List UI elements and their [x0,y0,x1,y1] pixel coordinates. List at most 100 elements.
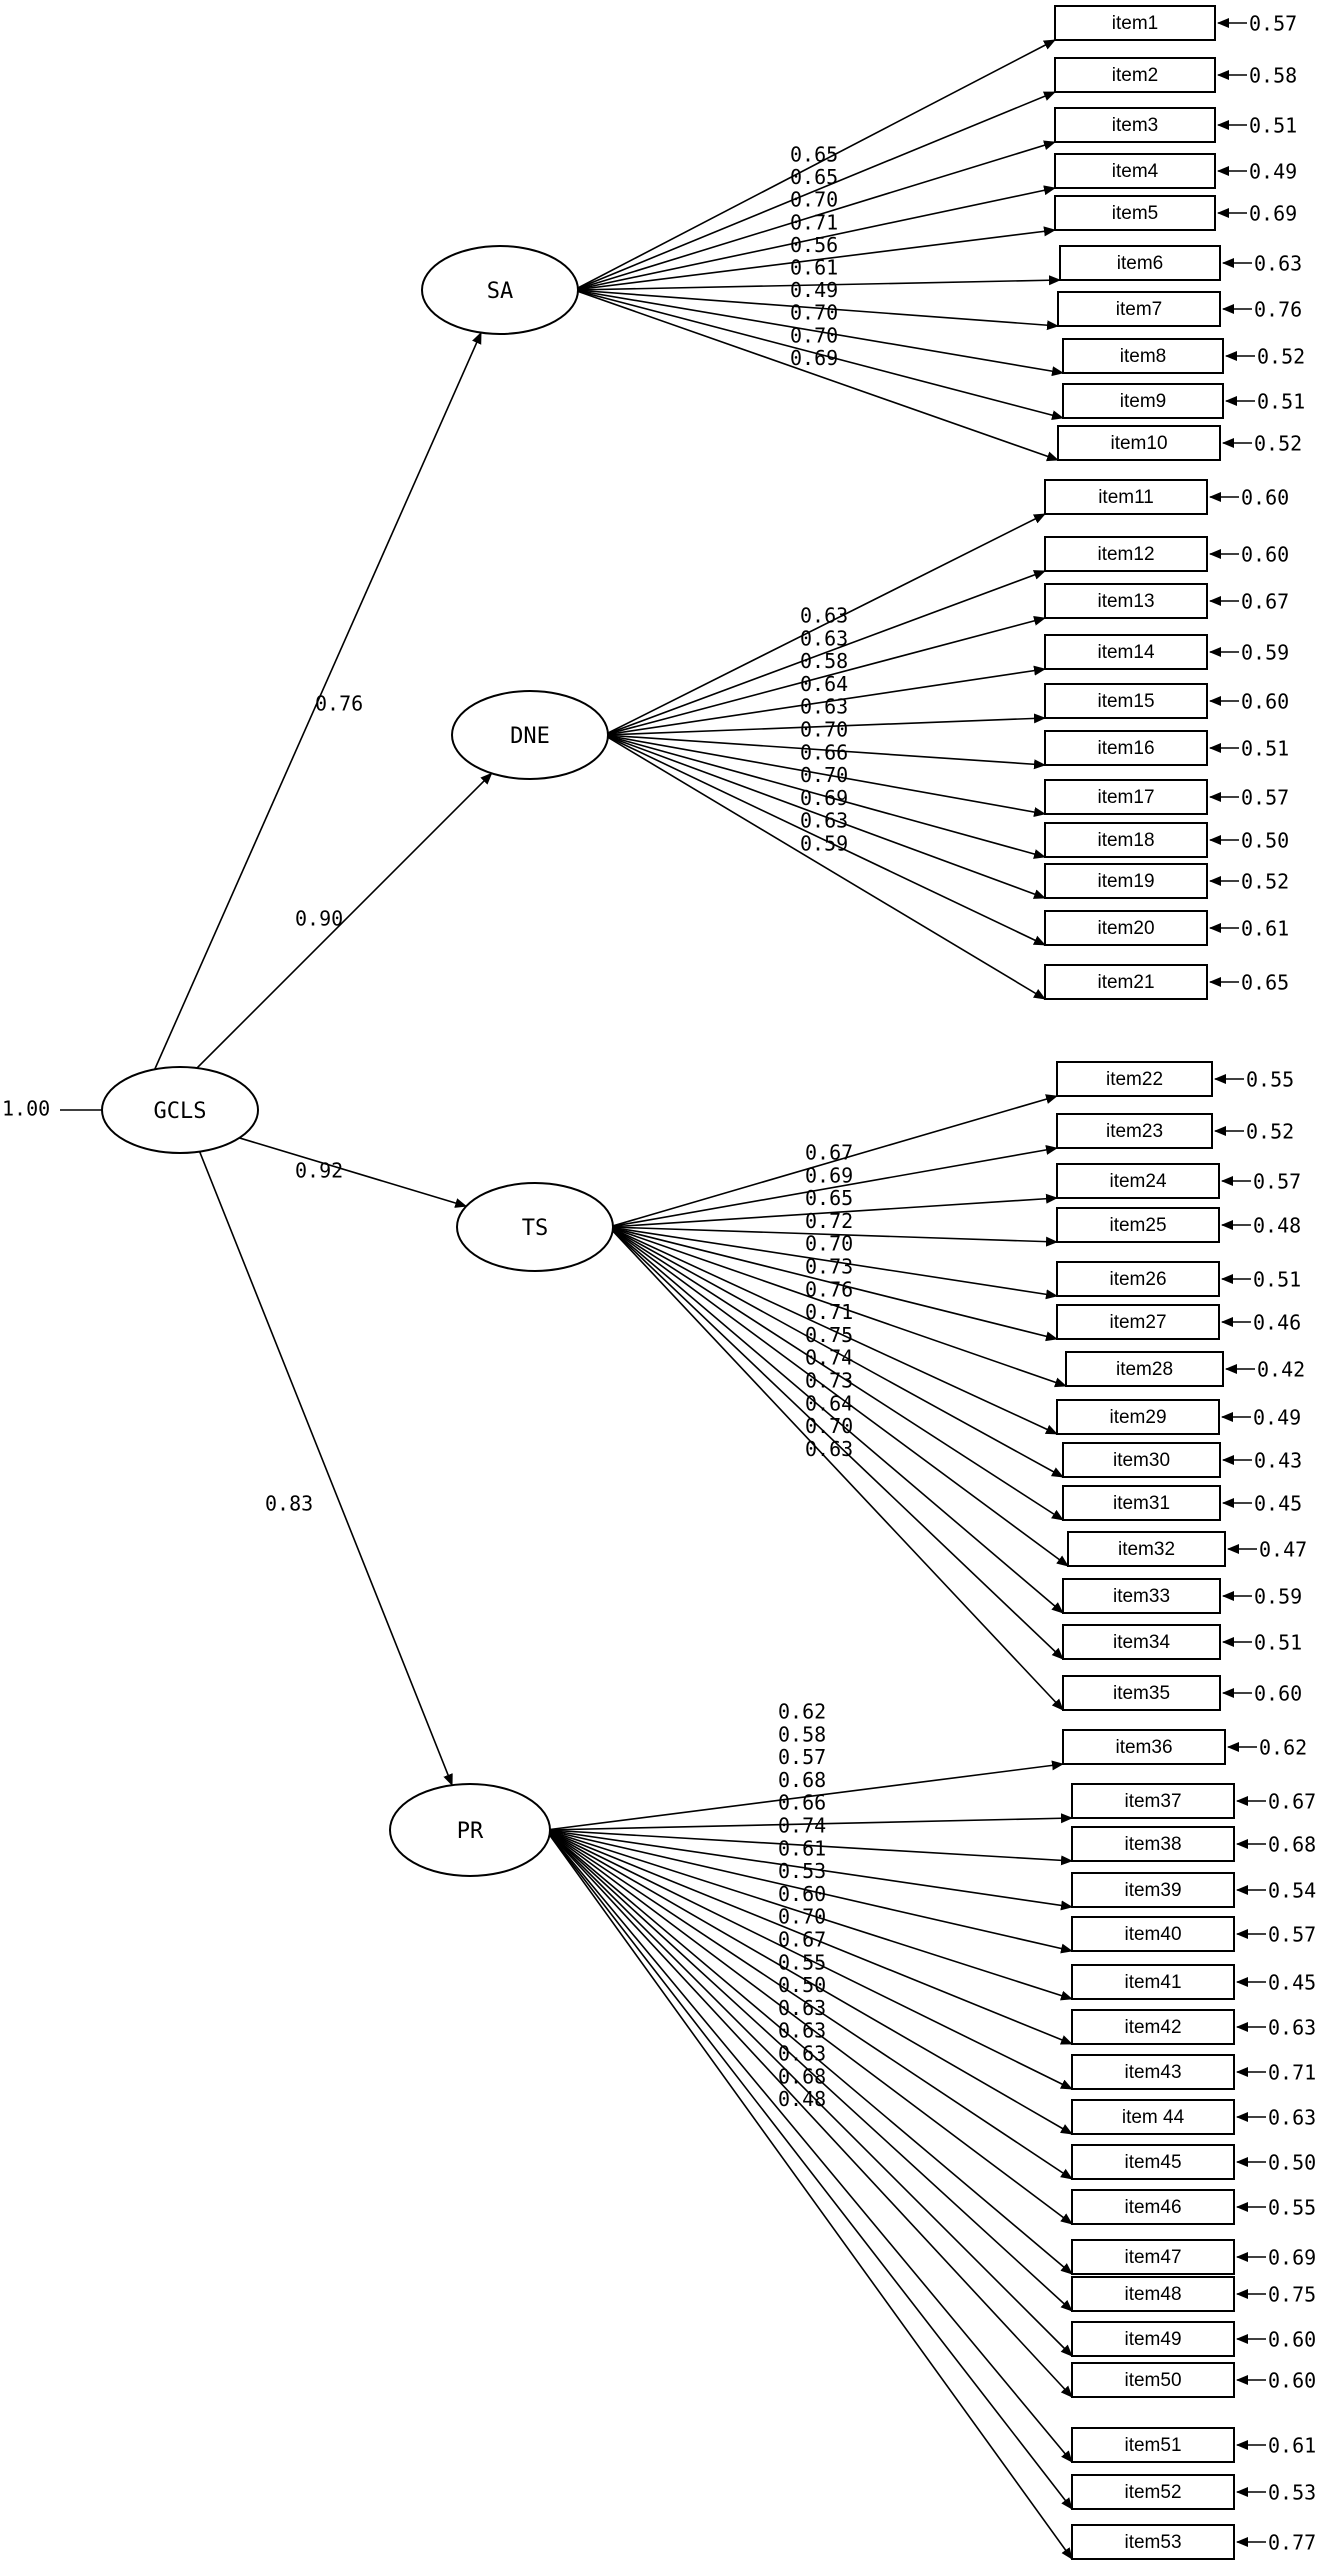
item-error-variance: 0.55 [1246,1068,1294,1092]
item-box [1071,2321,1235,2357]
item-path [545,1829,1073,2090]
item-error-variance: 0.52 [1246,1120,1294,1144]
factor-label-dne: DNE [510,724,550,749]
item-label: item49 [1124,2329,1181,2350]
root-node-gcls [101,1066,259,1154]
item-error-variance: 0.47 [1259,1538,1307,1562]
factor-loading-ts: 0.92 [295,1159,343,1183]
item-label: item35 [1113,1683,1170,1704]
item-loading: 0.60 [778,1882,826,1906]
item-label: item38 [1124,1834,1181,1855]
item-loading: 0.66 [778,1791,826,1815]
item-box [1071,2144,1235,2180]
item-error-variance: 0.57 [1249,12,1297,36]
item-path [608,1226,1064,1478]
item-loading: 0.57 [778,1745,826,1769]
item-box [1044,583,1208,619]
item-box [1054,153,1216,189]
item-path [603,734,1046,770]
item-loading: 0.71 [790,210,838,234]
item-path [545,1829,1073,2275]
item-label: item24 [1109,1171,1166,1192]
item-error-variance: 0.67 [1268,1790,1316,1814]
item-label: item6 [1117,253,1163,274]
item-loading: 0.58 [778,1722,826,1746]
item-loading: 0.75 [805,1323,853,1347]
item-loading: 0.69 [805,1163,853,1187]
item-label: item33 [1113,1586,1170,1607]
item-box [1054,195,1216,231]
item-error-variance: 0.51 [1254,1631,1302,1655]
item-error-variance: 0.76 [1254,298,1302,322]
item-loading: 0.74 [778,1814,826,1838]
item-box [1071,1872,1235,1908]
item-loading: 0.73 [805,1255,853,1279]
item-label: item34 [1113,1632,1170,1653]
item-loading: 0.70 [790,188,838,212]
item-loading: 0.63 [778,2019,826,2043]
factor-node-ts [456,1182,614,1272]
item-box [1071,2276,1235,2312]
item-path [573,289,1064,377]
item-label: item18 [1097,830,1154,851]
item-loading: 0.63 [800,626,848,650]
item-path [608,1226,1064,1660]
item-path [608,1226,1067,1388]
item-path [545,1829,1073,2045]
item-path [545,1829,1073,2135]
item-error-variance: 0.49 [1249,160,1297,184]
item-path [545,1829,1073,1954]
item-label: item53 [1124,2532,1181,2553]
item-loading: 0.66 [800,740,848,764]
item-label: item16 [1097,738,1154,759]
factor-label-ts: TS [522,1216,549,1241]
item-loading: 0.68 [778,1768,826,1792]
item-label: item41 [1124,1972,1181,1993]
item-error-variance: 0.52 [1241,870,1289,894]
item-path [573,226,1056,291]
item-path [603,513,1046,736]
item-loading: 0.70 [790,301,838,325]
item-error-variance: 0.60 [1268,2328,1316,2352]
item-error-variance: 0.51 [1241,737,1289,761]
item-loading: 0.59 [800,832,848,856]
item-loading: 0.70 [778,1905,826,1929]
item-loading: 0.63 [805,1437,853,1461]
item-error-variance: 0.51 [1249,114,1297,138]
item-path [573,289,1059,331]
item-path [603,734,1046,859]
factor-path-dne [164,772,493,1101]
item-box [1057,291,1221,327]
item-box [1062,1578,1221,1614]
item-loading: 0.69 [800,786,848,810]
item-path [608,1226,1058,1247]
factor-loading-dne: 0.90 [295,907,343,931]
item-error-variance: 0.77 [1268,2531,1316,2555]
item-path [545,1829,1073,2510]
item-box [1071,1783,1235,1819]
item-path [545,1829,1073,2463]
item-loading: 0.65 [790,143,838,167]
item-label: item47 [1124,2247,1181,2268]
item-box [1071,1916,1235,1952]
item-error-variance: 0.45 [1254,1492,1302,1516]
item-box [1044,910,1208,946]
item-box [1071,2427,1235,2463]
item-label: item51 [1124,2435,1181,2456]
item-path [608,1094,1058,1228]
item-loading: 0.69 [790,346,838,370]
item-label: item17 [1097,787,1154,808]
item-box [1056,1399,1220,1435]
item-loading: 0.50 [778,1973,826,1997]
item-loading: 0.63 [778,2042,826,2066]
item-box [1062,1624,1221,1660]
item-error-variance: 0.53 [1268,2481,1316,2505]
item-path [545,1829,1073,1911]
item-path [608,1226,1064,1711]
item-box [1044,863,1208,899]
item-path [545,1829,1073,2312]
item-label: item8 [1120,346,1166,367]
item-error-variance: 0.46 [1253,1311,1301,1335]
item-box [1044,683,1208,719]
item-error-variance: 0.63 [1268,2106,1316,2130]
